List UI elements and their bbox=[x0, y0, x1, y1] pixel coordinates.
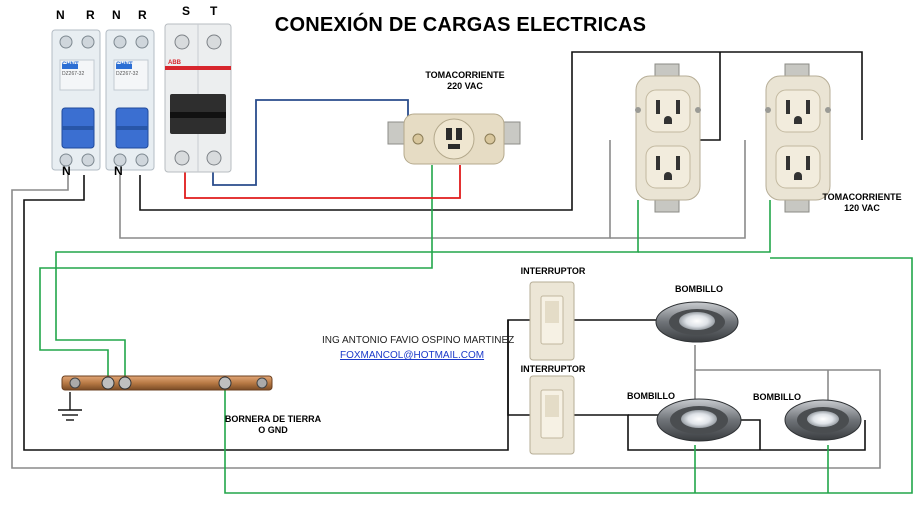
author-email-link[interactable]: FOXMANCOL@HOTMAIL.COM bbox=[340, 350, 485, 361]
green-wire-outlet120b bbox=[638, 200, 771, 253]
switch-2[interactable] bbox=[529, 375, 575, 455]
green-wire-outlet220 bbox=[39, 165, 433, 382]
green-wire-outlet120 bbox=[55, 200, 639, 382]
gray-wires bbox=[11, 140, 881, 469]
ground-bar-label: BORNERA DE TIERRA O GND bbox=[218, 414, 328, 436]
black-wire-bulb-2-3 bbox=[740, 419, 761, 450]
bulb-1-label: BOMBILLO bbox=[675, 284, 723, 294]
gray-wire-outlet-link bbox=[610, 140, 746, 239]
outlet-220-label-line2: 220 VAC bbox=[447, 81, 483, 91]
breaker-1-brand: CHNT bbox=[62, 62, 79, 68]
terminal-label-t: T bbox=[210, 4, 218, 18]
switch-1[interactable] bbox=[529, 281, 575, 361]
switch-2-label: INTERRUPTOR bbox=[520, 364, 586, 374]
black-wires bbox=[23, 51, 866, 451]
gray-wire-outer bbox=[11, 175, 881, 469]
black-wire-b1-phase bbox=[23, 175, 545, 451]
breaker-1-model: DZ267-32 bbox=[62, 71, 85, 77]
bulb-3-label: BOMBILLO bbox=[753, 392, 801, 402]
black-wire-switch2-bulbs bbox=[572, 414, 866, 451]
terminal-label-b1-n: N bbox=[56, 8, 65, 22]
outlet-120vac-right[interactable] bbox=[765, 63, 831, 213]
terminal-label-b2-bottom-n: N bbox=[114, 164, 123, 178]
outlet-120-label: TOMACORRIENTE 120 VAC bbox=[818, 192, 906, 214]
blue-wire bbox=[212, 99, 409, 186]
breaker-3-brand: ABB bbox=[168, 60, 181, 66]
outlet-120-label-line2: 120 VAC bbox=[844, 203, 880, 213]
red-wire bbox=[184, 165, 461, 199]
terminal-label-b1-bottom-n: N bbox=[62, 164, 71, 178]
breaker-2[interactable] bbox=[105, 29, 155, 171]
green-wire-bulbs bbox=[224, 257, 913, 494]
breaker-3-two-pole[interactable] bbox=[164, 23, 232, 173]
terminal-label-b2-r: R bbox=[138, 8, 147, 22]
breaker-1[interactable] bbox=[51, 29, 101, 171]
terminal-label-b1-r: R bbox=[86, 8, 95, 22]
ground-bar-label-line1: BORNERA DE TIERRA bbox=[224, 414, 322, 424]
green-wires bbox=[39, 165, 913, 494]
ground-symbol-icon bbox=[58, 392, 82, 421]
bulb-2[interactable] bbox=[656, 398, 742, 442]
black-wire-outlet-link bbox=[700, 52, 721, 141]
breaker-2-model: DZ267-32 bbox=[116, 71, 139, 77]
gray-wire-neutral-b2 bbox=[119, 140, 611, 239]
outlet-220-label: TOMACORRIENTE 220 VAC bbox=[420, 70, 510, 92]
terminal-label-s: S bbox=[182, 4, 191, 18]
terminal-label-b2-n: N bbox=[112, 8, 121, 22]
bulb-1[interactable] bbox=[655, 301, 739, 343]
bulb-3[interactable] bbox=[784, 399, 862, 441]
bulb-2-label: BOMBILLO bbox=[627, 391, 675, 401]
outlet-220-label-line1: TOMACORRIENTE bbox=[425, 70, 505, 80]
outlet-220vac[interactable] bbox=[387, 113, 521, 165]
black-wire-hot-120 bbox=[139, 51, 863, 211]
ground-bar-label-line2: O GND bbox=[258, 425, 288, 435]
outlet-120vac-left[interactable] bbox=[635, 63, 701, 213]
breaker-2-brand: CHNT bbox=[116, 62, 133, 68]
ground-bar bbox=[61, 375, 273, 391]
switch-1-label: INTERRUPTOR bbox=[520, 266, 586, 276]
outlet-120-label-line1: TOMACORRIENTE bbox=[822, 192, 902, 202]
author-name: ING ANTONIO FAVIO OSPINO MARTINEZ bbox=[322, 335, 515, 346]
page-title: CONEXIÓN DE CARGAS ELECTRICAS bbox=[274, 14, 647, 36]
